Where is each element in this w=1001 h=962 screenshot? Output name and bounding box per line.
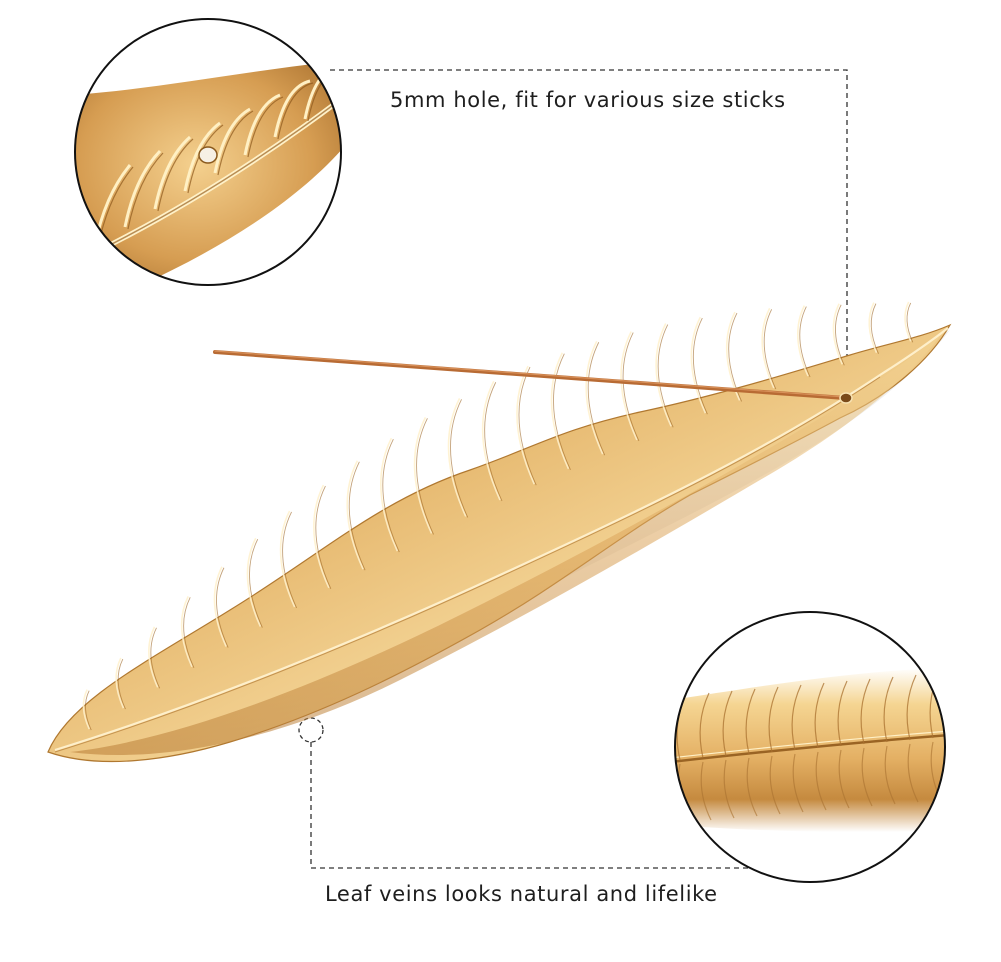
leaf-vein-upper xyxy=(213,566,227,647)
zoom-vein xyxy=(769,755,781,815)
zoom-vein xyxy=(183,121,221,192)
leaf-vein-shadow xyxy=(117,658,126,710)
zoom-vein xyxy=(746,757,758,817)
leaf-vein-shadow xyxy=(150,627,161,689)
zoom-vein xyxy=(333,51,341,102)
veins-callout-marker xyxy=(298,717,324,743)
leaf-vein-upper xyxy=(380,437,399,552)
leaf-veins xyxy=(82,301,914,731)
leaf-vein-shadow xyxy=(348,461,366,571)
zoom-vein xyxy=(699,692,710,759)
leaf-vein-shadow xyxy=(763,309,777,390)
leaf-vein-upper xyxy=(796,305,809,377)
zoom-vein xyxy=(814,682,825,749)
leaf-vein-upper xyxy=(585,340,604,455)
leaf-vein-shadow xyxy=(835,304,845,366)
zoom-vein-shadow xyxy=(127,152,164,230)
leaf-vein-upper xyxy=(82,689,90,730)
zoom-vein xyxy=(273,79,311,138)
leaf-vein-shadow xyxy=(450,399,469,518)
leaf-veins-caption: Leaf veins looks natural and lifelike xyxy=(325,882,718,906)
zoom-circle-veins-detail xyxy=(674,611,946,883)
zoom-vein xyxy=(153,135,191,210)
leaf-vein-shadow xyxy=(587,342,606,456)
leaf-vein-upper xyxy=(279,510,296,608)
leaf-vein-upper xyxy=(346,460,364,570)
leaf-vein-upper xyxy=(832,303,844,365)
zoom-vein xyxy=(722,690,733,757)
leaf-vein-shadow xyxy=(249,539,263,628)
zoom-vein xyxy=(884,745,896,805)
leaf-vein-upper xyxy=(655,323,672,427)
hole-callout-line xyxy=(330,69,848,388)
zoom-vein xyxy=(860,678,871,745)
leaf-vein-shadow xyxy=(657,324,674,428)
leaf-vein-shadow xyxy=(906,302,914,343)
zoom-vein xyxy=(837,680,848,747)
leaf-vein-upper xyxy=(516,365,535,485)
leaf-vein-shadow xyxy=(799,306,811,378)
leaf-vein-shadow xyxy=(382,438,400,553)
leaf-vein-upper xyxy=(447,397,467,517)
leaf-vein-upper xyxy=(904,301,912,342)
leaf-vein-upper xyxy=(481,380,501,501)
zoom-vein-shadow xyxy=(157,138,194,212)
leaf-vein-shadow xyxy=(183,597,195,668)
zoom-vein xyxy=(768,686,779,753)
leaf-vein-shadow xyxy=(315,485,332,590)
leaf-vein-upper xyxy=(761,307,775,389)
leaf-vein-upper xyxy=(313,484,330,589)
zoom-vein xyxy=(838,749,850,809)
zoom-vein-shadow xyxy=(217,110,254,176)
hole-size-caption: 5mm hole, fit for various size sticks xyxy=(390,88,786,112)
zoom-vein xyxy=(906,674,917,741)
leaf-vein-shadow xyxy=(85,690,92,731)
zoom-vein xyxy=(723,759,735,819)
zoom-circle-hole-detail xyxy=(74,18,342,286)
leaf-vein-upper xyxy=(246,537,262,627)
leaf-vein-shadow xyxy=(484,382,503,502)
leaf-vein-shadow xyxy=(692,317,708,415)
leaf-vein-upper xyxy=(413,416,433,534)
veins-callout-line xyxy=(310,742,760,869)
leaf-vein-upper xyxy=(550,352,570,470)
zoom-vein-shadow xyxy=(277,82,314,140)
zoom-vein xyxy=(907,743,919,803)
zoom-vein xyxy=(700,761,712,821)
zoom-vein xyxy=(243,93,281,156)
zoom-vein xyxy=(745,688,756,755)
zoom-vein xyxy=(123,149,162,228)
zoom-vein xyxy=(883,676,894,743)
leaf-vein-upper xyxy=(690,316,707,414)
incense-hole xyxy=(839,392,853,404)
leaf-vein-shadow xyxy=(282,511,298,609)
leaf-vein-shadow xyxy=(416,418,434,535)
leaf-vein-upper xyxy=(868,302,878,354)
leaf-vein-shadow xyxy=(518,366,537,486)
leaf-vein-shadow xyxy=(216,567,229,648)
leaf-vein-shadow xyxy=(870,303,879,354)
zoom-vein xyxy=(791,684,802,751)
zoom-vein xyxy=(792,753,804,813)
leaf-vein-upper xyxy=(180,595,193,668)
zoom-vein xyxy=(815,751,827,811)
zoom-vein xyxy=(861,747,873,807)
zoom-vein-shadow xyxy=(337,54,341,104)
zoom-vein xyxy=(213,107,251,174)
leaf-vein-upper xyxy=(148,626,159,688)
zoom-vein-shadow xyxy=(247,96,284,158)
incense-stick xyxy=(213,350,847,400)
leaf-midrib xyxy=(54,327,949,752)
leaf-vein-upper xyxy=(115,657,125,709)
leaf-vein-shadow xyxy=(553,353,571,471)
